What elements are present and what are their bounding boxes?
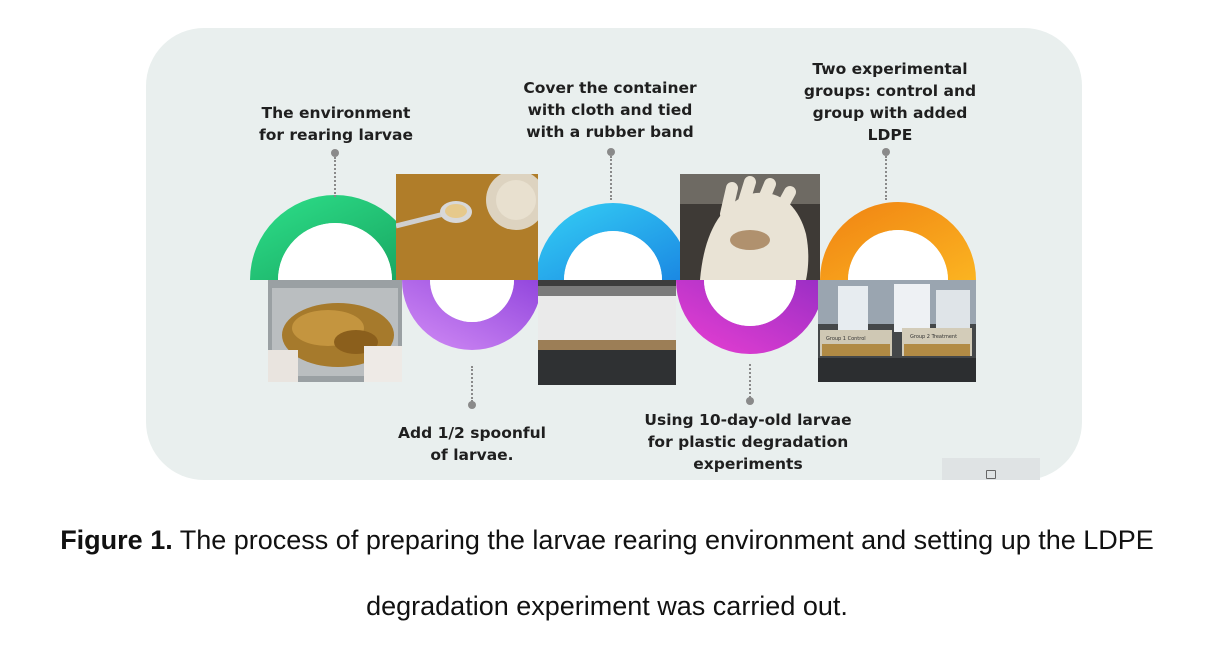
step3-line1: Cover the container <box>523 79 697 97</box>
step3-ring <box>536 203 690 280</box>
step3-line2: with cloth and tied <box>527 101 693 119</box>
step4-connector <box>749 364 751 398</box>
step4-ring <box>676 280 824 354</box>
step5-line1: Two experimental <box>812 60 968 78</box>
step1-line2: for rearing larvae <box>258 126 414 144</box>
step4-line1: Using 10-day-old larvae <box>644 411 852 429</box>
photo-gloved-hand <box>680 174 820 280</box>
step1-line1: The environment <box>261 104 411 122</box>
step5-connector <box>885 156 887 200</box>
step5-line4: LDPE <box>867 126 913 144</box>
step4-dot <box>746 397 754 405</box>
step5-line3: group with added <box>812 104 968 122</box>
step2-ring <box>402 280 542 350</box>
step3-connector <box>610 156 612 200</box>
step1-dot <box>331 149 339 157</box>
caption-line2: degradation experiment was carried out. <box>366 591 848 621</box>
step2-dot <box>468 401 476 409</box>
step2-line1: Add 1/2 spoonful <box>398 424 546 442</box>
step3-line3: with a rubber band <box>526 123 694 141</box>
step2-line2: of larvae. <box>430 446 514 464</box>
step4-line2: for plastic degradation <box>647 433 849 451</box>
step5-dot <box>882 148 890 156</box>
step3-label: Cover the container with cloth and tied … <box>500 77 720 143</box>
photo-larvae-tray <box>268 280 402 382</box>
image-icon <box>986 470 996 479</box>
step5-label: Two experimental groups: control and gro… <box>780 58 1000 146</box>
step4-line3: experiments <box>693 455 803 473</box>
step1-connector <box>334 157 336 197</box>
step4-label: Using 10-day-old larvae for plastic degr… <box>628 409 868 475</box>
caption-label: Figure 1. <box>60 525 173 555</box>
photo-spoonful <box>396 174 538 280</box>
photo-label-group1: Group 1 Control <box>826 336 866 342</box>
photo-experiment-groups: Group 1 Control Group 2 Treatment <box>818 280 976 382</box>
step2-connector <box>471 366 473 402</box>
photo-label-group2: Group 2 Treatment <box>910 334 957 340</box>
caption-text1: The process of preparing the larvae rear… <box>172 525 1154 555</box>
step2-label: Add 1/2 spoonful of larvae. <box>362 422 582 466</box>
figure-caption: Figure 1. The process of preparing the l… <box>0 507 1214 639</box>
photo-covered-container <box>538 280 676 385</box>
step1-ring <box>250 195 420 280</box>
step1-label: The environment for rearing larvae <box>236 102 436 146</box>
step5-line2: groups: control and <box>803 82 977 100</box>
watermark-box <box>942 458 1040 480</box>
caption-line1: Figure 1. The process of preparing the l… <box>0 507 1214 573</box>
step3-dot <box>607 148 615 156</box>
step5-ring <box>820 202 976 280</box>
